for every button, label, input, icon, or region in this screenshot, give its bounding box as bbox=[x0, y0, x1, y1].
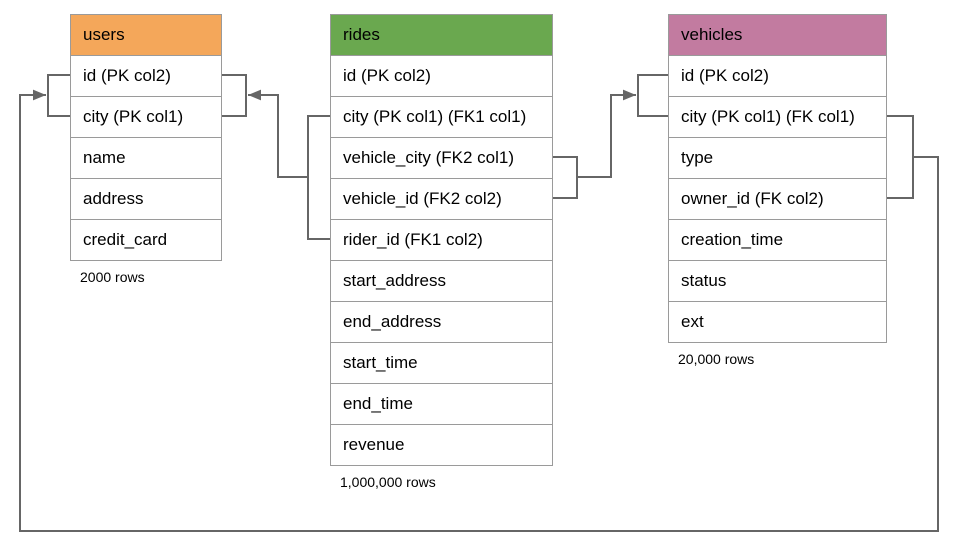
row-count-label: 1,000,000 rows bbox=[340, 474, 436, 490]
table-row: revenue bbox=[331, 424, 552, 465]
table-row: id (PK col2) bbox=[71, 55, 221, 96]
table-vehicles-header: vehicles bbox=[669, 15, 886, 55]
fk2-rides-bracket bbox=[553, 156, 578, 199]
table-row: status bbox=[669, 260, 886, 301]
table-row: type bbox=[669, 137, 886, 178]
table-row: start_time bbox=[331, 342, 552, 383]
table-row: id (PK col2) bbox=[331, 55, 552, 96]
table-rides: rides id (PK col2) city (PK col1) (FK1 c… bbox=[330, 14, 553, 466]
table-row: city (PK col1) (FK1 col1) bbox=[331, 96, 552, 137]
table-row: city (PK col1) bbox=[71, 96, 221, 137]
table-row: city (PK col1) (FK col1) bbox=[669, 96, 886, 137]
table-row: ext bbox=[669, 301, 886, 342]
table-row: owner_id (FK col2) bbox=[669, 178, 886, 219]
table-row: end_time bbox=[331, 383, 552, 424]
table-users: users id (PK col2) city (PK col1) name a… bbox=[70, 14, 222, 261]
table-vehicles: vehicles id (PK col2) city (PK col1) (FK… bbox=[668, 14, 887, 343]
fk1-users-bracket bbox=[222, 74, 247, 117]
fk1-arrow-line bbox=[248, 89, 308, 178]
table-row: end_address bbox=[331, 301, 552, 342]
row-count-label: 2000 rows bbox=[80, 269, 145, 285]
table-row: credit_card bbox=[71, 219, 221, 260]
fk3-arrow-line bbox=[19, 89, 939, 532]
table-row: address bbox=[71, 178, 221, 219]
fk3-vehicles-bracket bbox=[887, 115, 914, 199]
table-row: rider_id (FK1 col2) bbox=[331, 219, 552, 260]
table-row: vehicle_city (FK2 col1) bbox=[331, 137, 552, 178]
table-users-header: users bbox=[71, 15, 221, 55]
row-count-label: 20,000 rows bbox=[678, 351, 755, 367]
table-row: start_address bbox=[331, 260, 552, 301]
table-row: name bbox=[71, 137, 221, 178]
fk1-rides-bracket bbox=[307, 115, 330, 240]
table-row: creation_time bbox=[669, 219, 886, 260]
table-row: id (PK col2) bbox=[669, 55, 886, 96]
table-rides-header: rides bbox=[331, 15, 552, 55]
fk3-users-bracket bbox=[47, 74, 70, 117]
fk2-vehicles-bracket bbox=[637, 74, 668, 117]
fk2-arrow-line bbox=[577, 89, 636, 178]
table-row: vehicle_id (FK2 col2) bbox=[331, 178, 552, 219]
